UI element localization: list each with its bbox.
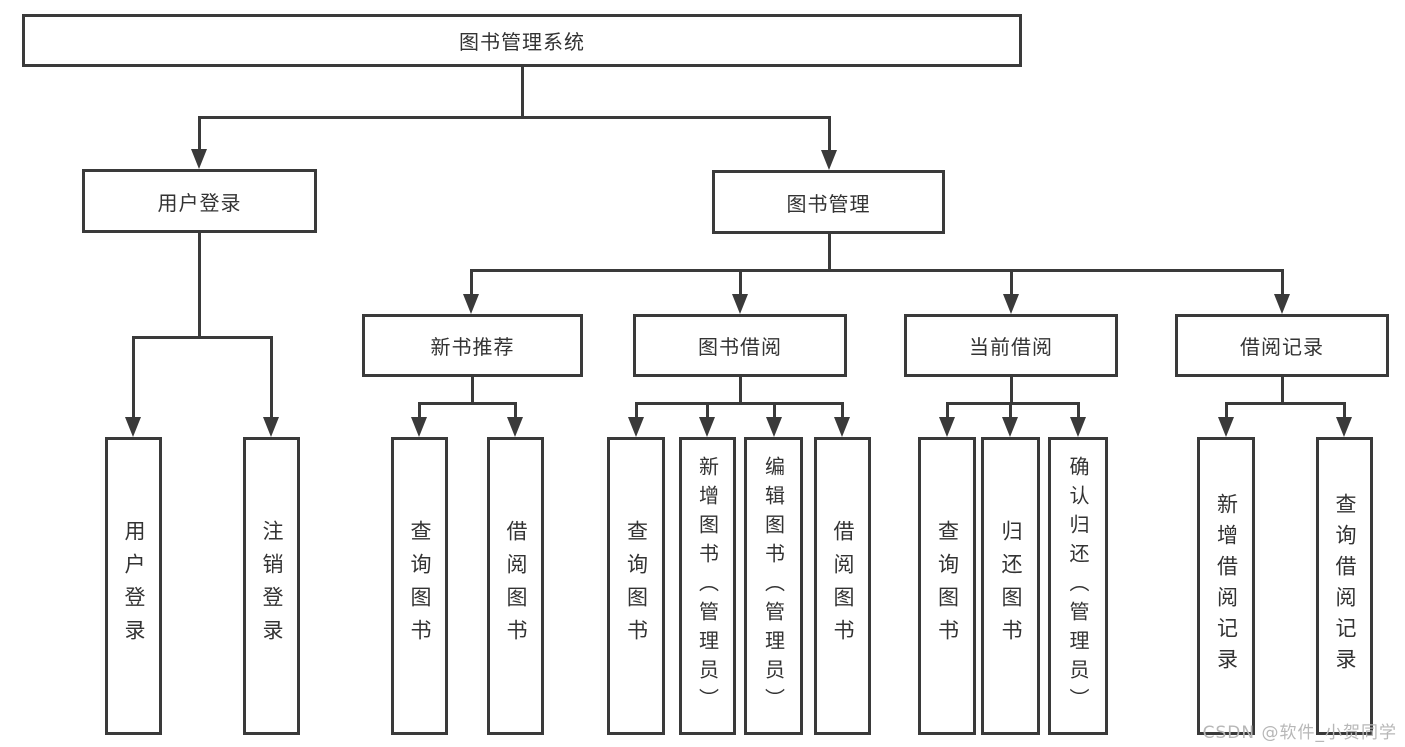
line-segment [198,116,201,152]
leaf-user-login: 用户登录 [105,437,162,735]
arrow-down-icon [463,294,479,314]
line-segment [470,269,473,296]
line-segment [946,402,949,419]
arrow-down-icon [1336,417,1352,437]
line-segment [828,116,831,152]
line-segment [198,233,201,337]
arrow-down-icon [1070,417,1086,437]
line-segment [470,269,1283,272]
line-segment [1281,269,1284,296]
line-segment [828,234,831,270]
csdn-watermark: CSDN @软件_小贺同学 [1202,723,1397,743]
line-segment [635,402,638,419]
line-segment [419,402,516,405]
leaf-label: 查询图书 [408,520,432,652]
arrow-down-icon [411,417,427,437]
line-segment [514,402,517,419]
arrow-down-icon [732,294,748,314]
leaf-label: 归还图书 [999,520,1023,652]
line-segment [706,402,709,419]
leaf-borrow-books-recommend: 借阅图书 [487,437,544,735]
leaf-label: 借阅图书 [831,520,855,652]
line-segment [1010,377,1013,404]
leaf-edit-books-admin: 编辑图书（管理员） [744,437,803,735]
arrow-down-icon [628,417,644,437]
arrow-down-icon [821,150,837,170]
arrow-down-icon [191,149,207,169]
leaf-borrow-books: 借阅图书 [814,437,871,735]
line-segment [739,269,742,296]
line-segment [946,402,1079,405]
line-segment [636,402,843,405]
leaf-label: 用户登录 [122,520,146,652]
arrow-down-icon [699,417,715,437]
leaf-label: 确认归还（管理员） [1066,455,1090,717]
line-segment [1281,377,1284,404]
line-segment [841,402,844,419]
node-current-borrow: 当前借阅 [904,314,1118,377]
line-segment [132,336,135,419]
node-label: 借阅记录 [1240,335,1324,359]
line-segment [418,402,421,419]
arrow-down-icon [507,417,523,437]
line-segment [1077,402,1080,419]
leaf-label: 新增借阅记录 [1214,493,1239,679]
leaf-label: 编辑图书（管理员） [761,455,786,717]
arrow-down-icon [766,417,782,437]
line-segment [1010,269,1013,296]
node-label: 图书管理 [786,191,871,216]
leaf-return-books: 归还图书 [981,437,1040,735]
line-segment [1225,402,1228,419]
line-segment [1226,402,1345,405]
leaf-query-books-borrow: 查询图书 [607,437,665,735]
arrow-down-icon [1274,294,1290,314]
node-user-login: 用户登录 [82,169,317,233]
node-label: 图书管理系统 [459,30,585,54]
line-segment [270,336,273,419]
leaf-add-borrow-record: 新增借阅记录 [1197,437,1255,735]
leaf-query-books-recommend: 查询图书 [391,437,448,735]
arrow-down-icon [263,417,279,437]
line-segment [773,402,776,419]
leaf-label: 注销登录 [260,520,284,652]
arrow-down-icon [939,417,955,437]
node-root-library-system: 图书管理系统 [22,14,1022,67]
leaf-query-books-current: 查询图书 [918,437,976,735]
leaf-label: 查询借阅记录 [1333,493,1357,679]
node-label: 图书借阅 [698,335,782,359]
line-segment [521,67,524,117]
leaf-label: 新增图书（管理员） [695,455,720,717]
leaf-label: 查询图书 [935,520,960,652]
leaf-label: 借阅图书 [504,520,528,652]
line-segment [471,377,474,404]
node-label: 新书推荐 [430,335,515,359]
arrow-down-icon [1003,294,1019,314]
leaf-confirm-return-admin: 确认归还（管理员） [1048,437,1108,735]
node-borrow-records: 借阅记录 [1175,314,1389,377]
leaf-label: 查询图书 [624,520,649,652]
node-label: 用户登录 [157,190,242,215]
arrow-down-icon [834,417,850,437]
line-segment [1343,402,1346,419]
leaf-logout: 注销登录 [243,437,300,735]
leaf-query-borrow-record: 查询借阅记录 [1316,437,1373,735]
arrow-down-icon [125,417,141,437]
arrow-down-icon [1002,417,1018,437]
line-segment [1009,402,1012,419]
node-new-book-recommend: 新书推荐 [362,314,583,377]
node-label: 当前借阅 [969,335,1053,359]
arrow-down-icon [1218,417,1234,437]
line-segment [198,116,830,119]
line-segment [739,377,742,404]
leaf-add-books-admin: 新增图书（管理员） [679,437,736,735]
node-book-management: 图书管理 [712,170,945,234]
line-segment [132,336,272,339]
node-book-borrow: 图书借阅 [633,314,847,377]
